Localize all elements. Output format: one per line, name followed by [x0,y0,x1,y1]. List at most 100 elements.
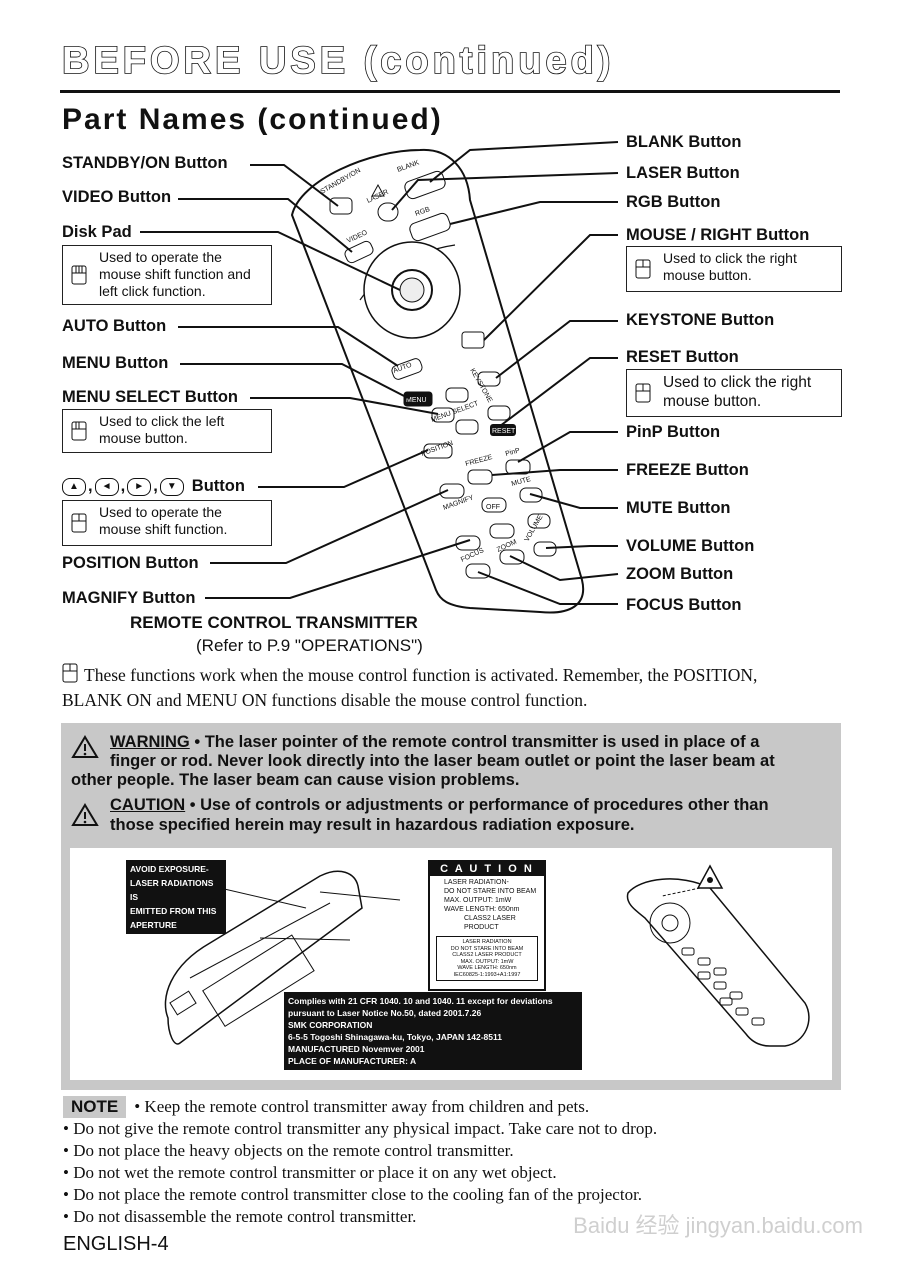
label-focus: FOCUS Button [626,596,742,614]
remote-video-button [344,240,374,264]
remote-volume-up-button [527,513,551,529]
label-menu-select: MENU SELECT Button [62,388,238,406]
up-arrow-icon: ▲ [62,477,86,496]
remote-rgb-button [409,212,451,242]
label-rgb: RGB Button [626,193,721,211]
caution-sticker-line-3: MAX. OUTPUT: 1mW [444,897,512,904]
remote-right-button [487,405,511,421]
note-disk-pad-text: Used to operate the mouse shift function… [99,249,251,299]
mouse-icon [62,663,78,683]
caution-sticker-line-2: DO NOT STARE INTO BEAM [444,888,537,895]
complies-line-2: pursuant to Laser Notice No.50, dated 20… [288,1008,482,1018]
caution-label: CAUTION [110,796,186,814]
remote-standby-button [329,197,353,215]
avoid-line-1: AVOID EXPOSURE- [130,864,209,874]
mouse-note-text1: These functions work when the mouse cont… [84,665,758,685]
remote-freeze-button [467,469,493,485]
complies-line-4: 6-5-5 Togoshi Shinagawa-ku, Tokyo, JAPAN… [288,1032,502,1042]
small-laser-sticker: LASER RADIATION DO NOT STARE INTO BEAM C… [436,936,538,981]
warning-line2: finger or rod. Never look directly into … [110,752,775,770]
note-item: • Do not disassemble the remote control … [63,1207,417,1226]
remote-magnify-plus-button [439,483,465,499]
mouse-note-line1: These functions work when the mouse cont… [62,663,757,686]
caption-title: REMOTE CONTROL TRANSMITTER [130,613,418,632]
label-pinp: PinP Button [626,423,721,441]
note-item: • Do not give the remote control transmi… [63,1119,658,1138]
note-arrows-text: Used to operate the mouse shift function… [99,504,228,537]
note-mouse-right-text: Used to click the right mouse button. [663,250,797,283]
note-reset-text: Used to click the right mouse button. [663,374,812,410]
remote-diagram: STANDBY/ON LASER BLANK RGB VIDEO AUTO KE… [140,141,619,614]
warning-line3: other people. The laser beam can cause v… [71,771,520,789]
note-menu-select: Used to click the left mouse button. [62,409,272,453]
remote-left-button [431,407,455,423]
label-laser: LASER Button [626,164,740,182]
warning-line1: WARNING • The laser pointer of the remot… [110,733,759,752]
caution-sticker-line-4: WAVE LENGTH: 650nm [444,906,520,913]
caution-sticker-line-5: CLASS2 LASER PRODUCT [464,915,516,931]
small-line-1: LASER RADIATION [462,939,512,945]
remote-up-button [445,387,469,403]
arrow-buttons-suffix: Button [191,477,245,495]
remote-body [290,148,585,614]
complies-line-5: MANUFACTURED Novemver 2001 [288,1044,425,1054]
avoid-line-3: EMITTED FROM THIS [130,906,217,916]
label-volume: VOLUME Button [626,537,755,555]
mouse-note-line2: BLANK ON and MENU ON functions disable t… [62,690,588,710]
label-magnify: MAGNIFY Button [62,589,196,607]
remote-menu-button [403,391,433,407]
caution-line1: CAUTION • Use of controls or adjustments… [110,796,769,815]
note-reset: Used to click the right mouse button. [626,369,842,417]
note-item: • Do not place the remote control transm… [63,1185,643,1204]
small-line-4: MAX. OUTPUT: 1mW [460,958,514,965]
label-mouse-right: MOUSE / RIGHT Button [626,226,810,244]
remote-text-reset: RESET [492,428,516,435]
complies-line-3: SMK CORPORATION [288,1020,373,1030]
caution-triangle-icon [71,803,99,826]
remote-text-menu: MENU [406,397,427,404]
page-title: BEFORE USE (continued) [61,39,615,83]
label-blank: BLANK Button [626,133,742,151]
note-item: • Do not place the heavy objects on the … [63,1141,514,1160]
remote-mouse-right-button [461,331,485,349]
warning-label: WARNING [110,733,190,751]
remote-keystone-button [477,371,501,387]
mouse-icon [635,383,651,403]
label-position: POSITION Button [62,554,199,572]
note-item: NOTE• Keep the remote control transmitte… [63,1096,657,1118]
label-keystone: KEYSTONE Button [626,311,775,329]
label-mute: MUTE Button [626,499,731,517]
complies-line-6: PLACE OF MANUFACTURER: A [288,1056,417,1066]
small-line-5: WAVE LENGTH: 650nm [457,965,517,971]
label-disk-pad: Disk Pad [62,223,132,241]
note-mouse-right: Used to click the right mouse button. [626,246,842,292]
remote-down-button [455,419,479,435]
label-menu: MENU Button [62,354,169,372]
avoid-exposure-label: AVOID EXPOSURE- LASER RADIATIONS IS EMIT… [126,860,226,934]
warning-triangle-icon [71,735,99,758]
remote-volume-down-button [533,541,557,557]
small-line-6: IEC60825-1:1993+A1:1997 [453,971,521,978]
caution-sticker: C A U T I O N LASER RADIATION- DO NOT ST… [428,860,546,991]
remote-label-illustration [164,864,810,1047]
label-video: VIDEO Button [62,188,172,206]
label-freeze: FREEZE Button [626,461,749,479]
small-line-3: CLASS2 LASER PRODUCT [452,952,522,958]
note-item-text: • Keep the remote control transmitter aw… [134,1097,590,1116]
note-disk-pad: Used to operate the mouse shift function… [62,245,272,305]
label-standby: STANDBY/ON Button [62,154,228,172]
remote-reset-button [490,424,516,436]
note-arrows: Used to operate the mouse shift function… [62,500,272,546]
remote-off-button [481,497,507,513]
caption-ref: (Refer to P.9 "OPERATIONS") [196,636,423,655]
caution-sticker-head: C A U T I O N [430,862,544,876]
page-number: ENGLISH-4 [63,1233,169,1255]
remote-zoom-plus-button [489,523,515,539]
caution-line2: those specified herein may result in haz… [110,816,635,834]
mouse-icon [71,265,87,285]
label-zoom: ZOOM Button [626,565,734,583]
remote-text-off: OFF [486,504,500,511]
caution-text1: • Use of controls or adjustments or perf… [185,796,769,814]
avoid-line-4: APERTURE [130,920,177,930]
note-menu-select-text: Used to click the left mouse button. [99,413,225,446]
